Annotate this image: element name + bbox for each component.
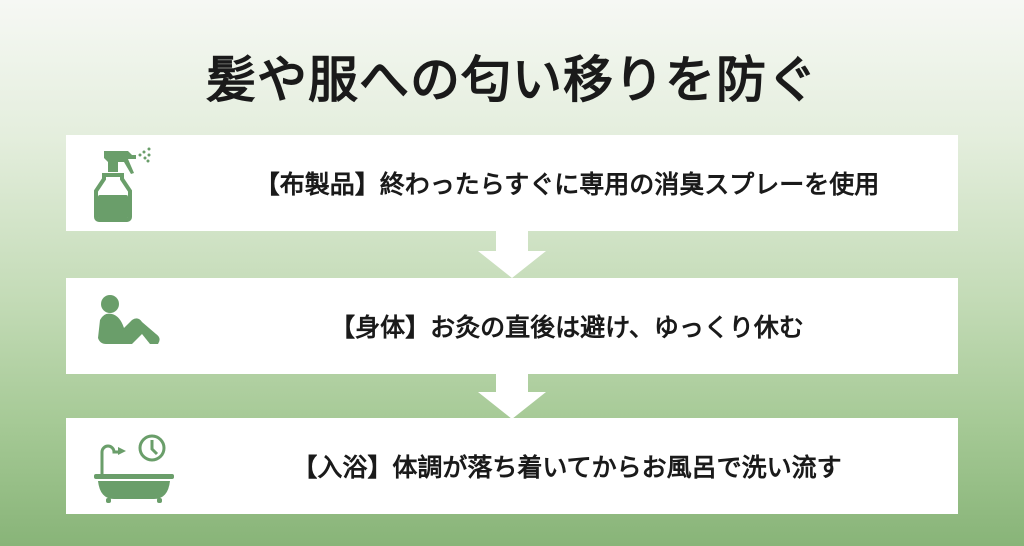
step-text: 【布製品】終わったらすぐに専用の消臭スプレーを使用	[254, 170, 880, 199]
step-fabric: 【布製品】終わったらすぐに専用の消臭スプレーを使用	[66, 135, 958, 231]
page-title: 髪や服への匂い移りを防ぐ	[206, 51, 818, 109]
step-text: 【身体】お灸の直後は避け、ゆっくり休む	[330, 313, 804, 342]
step-text: 【入浴】体調が落ち着いてからお風呂で洗い流す	[292, 453, 842, 482]
bathtub-clock-icon	[94, 434, 174, 503]
reclining-person-icon	[98, 295, 160, 344]
down-arrow-icon	[478, 372, 546, 419]
step-body: 【身体】お灸の直後は避け、ゆっくり休む	[66, 278, 958, 374]
down-arrow-icon	[478, 231, 546, 278]
step-bath: 【入浴】体調が落ち着いてからお風呂で洗い流す	[66, 418, 958, 514]
spray-bottle-icon	[94, 147, 151, 222]
